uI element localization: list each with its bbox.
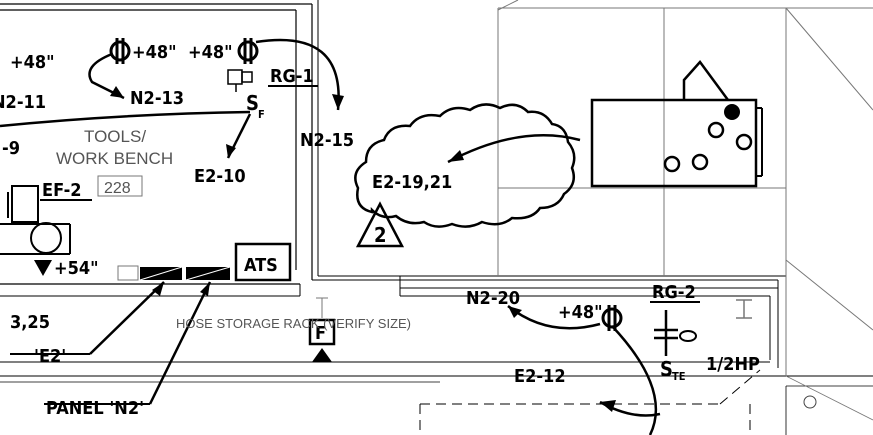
revision-cloud (354, 103, 576, 228)
room-text-tools: TOOLS/ (84, 127, 146, 146)
panel-n2-label: PANEL 'N2' (46, 398, 144, 419)
room-number: 228 (104, 180, 131, 197)
rg2-device (654, 310, 697, 356)
underlines (10, 85, 700, 405)
circuit-label: -9 (2, 138, 20, 159)
rg1-label: RG-1 (270, 66, 314, 87)
equipment-unit (590, 60, 763, 188)
height-label: +54" (54, 258, 99, 279)
circuit-label: E2-10 (194, 166, 246, 187)
exhaust-fan (0, 185, 71, 255)
rg1-device (227, 69, 253, 92)
receptacle-icon (237, 38, 259, 64)
arrowheads (110, 86, 616, 412)
switch-subscript: TE (672, 370, 686, 383)
f-label: F (315, 323, 326, 344)
grid-lines (497, 0, 873, 421)
panels (117, 265, 231, 281)
revision-triangle: 2 (355, 201, 405, 248)
circuit-label: N2-20 (466, 288, 520, 309)
room-number-box (97, 175, 143, 197)
motor-hp-label: 1/2HP (706, 354, 760, 375)
hose-rack-label: HOSE STORAGE RACK (VERIFY SIZE) (176, 316, 411, 331)
room-text-workbench: WORK BENCH (56, 149, 173, 168)
dashed-outline (419, 369, 817, 435)
switch-symbol: S (246, 91, 259, 115)
rg2-label: RG-2 (652, 282, 696, 303)
ats-label: ATS (244, 255, 278, 276)
switch-symbol: S (660, 357, 673, 381)
f-box (308, 318, 336, 346)
labels: +48" +48" +48" N2-11 N2-13 N2-15 RG-1 TO… (0, 42, 760, 419)
circuit-label: E2-19,21 (372, 172, 452, 193)
circuit-label: E2-12 (514, 366, 566, 387)
height-label: +48" (188, 42, 233, 63)
ef2-label: EF-2 (42, 180, 82, 201)
panel-e2-label: 'E2' (34, 346, 66, 367)
i-mark (736, 299, 752, 319)
circuit-label: N2-11 (0, 92, 46, 113)
revision-number: 2 (374, 223, 387, 247)
circuit-label: N2-13 (130, 88, 184, 109)
circuit-label: 3,25 (10, 312, 50, 333)
height-label: +48" (558, 302, 603, 323)
circuit-label: N2-15 (300, 130, 354, 151)
triangle-marker (34, 260, 52, 276)
height-label: +48" (10, 52, 55, 73)
ats-box (234, 242, 292, 282)
switch-subscript: F (258, 108, 265, 121)
height-label: +48" (132, 42, 177, 63)
receptacle-icon (109, 38, 131, 64)
